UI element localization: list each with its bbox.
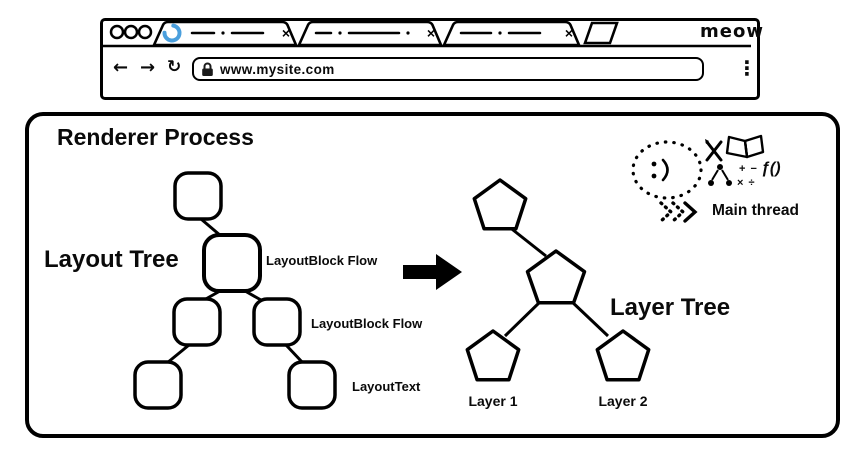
layout-annotation-block-flow-2: LayoutBlock Flow <box>311 316 423 331</box>
browser-brand: meow <box>700 21 764 42</box>
renderer-process-box <box>25 112 840 438</box>
tab-shape[interactable] <box>151 20 298 47</box>
window-control-circle[interactable] <box>109 24 125 40</box>
layout-tree-label: Layout Tree <box>44 246 179 273</box>
window-controls <box>109 24 153 40</box>
layer-1-label: Layer 1 <box>468 393 518 409</box>
layout-annotation-block-flow-1: LayoutBlock Flow <box>266 253 378 268</box>
browser-menu-button[interactable]: ⋮ <box>737 56 757 80</box>
browser-tab-1[interactable]: × <box>151 20 298 47</box>
tab-loading-spinner-icon <box>162 23 182 43</box>
renderer-process-title: Renderer Process <box>57 124 254 150</box>
forward-button[interactable]: → <box>140 57 156 78</box>
window-control-circle[interactable] <box>137 24 153 40</box>
layout-annotation-text: LayoutText <box>352 379 421 394</box>
tab-title-placeholder <box>314 31 410 35</box>
address-text: www.mysite.com <box>220 61 335 77</box>
tab-title-placeholder <box>459 31 542 35</box>
layer-2-label: Layer 2 <box>598 393 648 409</box>
new-tab-button[interactable] <box>583 21 619 45</box>
math-doodle-plus-minus: + − <box>739 163 758 175</box>
function-doodle: ƒ() <box>761 160 781 177</box>
browser-tab-3[interactable]: × <box>441 20 581 47</box>
back-button[interactable]: ← <box>113 57 129 78</box>
lock-icon <box>202 62 213 76</box>
tab-close-icon[interactable]: × <box>282 25 290 41</box>
math-doodle-times-divide: × ÷ <box>737 177 756 189</box>
tab-close-icon[interactable]: × <box>565 25 573 41</box>
main-thread-label: Main thread <box>712 202 799 219</box>
tab-title-placeholder <box>190 31 265 35</box>
window-control-circle[interactable] <box>123 24 139 40</box>
browser-tab-2[interactable]: × <box>296 20 443 47</box>
layer-tree-label: Layer Tree <box>610 294 731 321</box>
address-bar[interactable]: www.mysite.com <box>192 57 704 81</box>
reload-button[interactable]: ↻ <box>167 57 182 77</box>
tab-close-icon[interactable]: × <box>427 25 435 41</box>
